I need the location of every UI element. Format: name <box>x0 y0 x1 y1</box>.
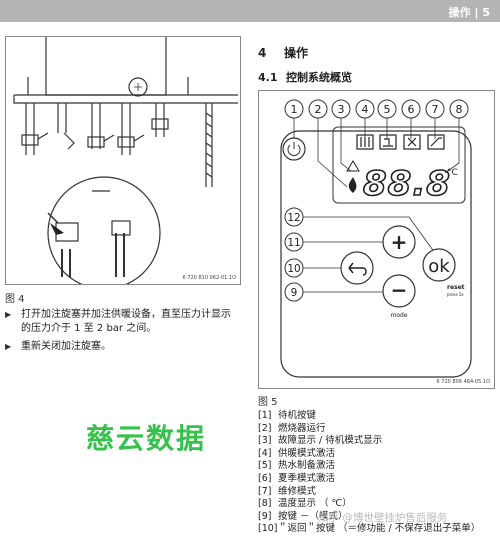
plus-label: + <box>391 230 408 254</box>
minus-button[interactable] <box>382 274 416 308</box>
legend-key: [7] <box>258 485 272 497</box>
power-icon <box>282 137 306 161</box>
legend-item: [5] 热水制备激活 <box>258 460 498 473</box>
celsius-unit: °C <box>447 168 458 178</box>
callout-label-10: 10 <box>287 263 300 275</box>
figure-4-illustration: 6 720 810 062-01.1O <box>5 36 241 285</box>
legend-key: [10] <box>258 523 278 535</box>
warning-icon <box>346 160 360 172</box>
wrench-icon <box>427 134 445 150</box>
callout-label-6: 6 <box>408 103 415 116</box>
figure-4-caption: 图 4 <box>5 294 25 305</box>
legend-item: [10]＂返回＂按键 （＝修功能 / 不保存退出子菜单） <box>258 523 498 536</box>
subsection-title: 4.1 控制系统概览 <box>258 69 352 85</box>
callout-label-3: 3 <box>338 103 345 116</box>
reset-sub-label: press 5s <box>447 292 464 297</box>
temperature-display: 88.8 <box>363 164 451 204</box>
callout-label-8: 8 <box>456 103 463 116</box>
callout-label-4: 4 <box>362 103 369 116</box>
figure-5-caption: 图 5 <box>258 397 278 408</box>
header-label: 操作 | 5 <box>448 6 490 19</box>
legend-text: 温度显示 （ ℃） <box>278 498 352 510</box>
step-item: 重新关闭加注旋塞。 <box>5 340 240 354</box>
legend-key: [1] <box>258 410 272 421</box>
legend-item: [6] 夏季模式激活 <box>258 473 498 486</box>
legend-text: 燃烧器运行 <box>278 422 326 434</box>
legend-item: [4] 供暖模式激活 <box>258 448 498 461</box>
section-number: 4 <box>258 46 267 60</box>
watermark: 慈云数据 <box>86 422 207 455</box>
ok-label: ok <box>428 256 450 277</box>
instruction-steps: 打开加注旋塞并加注供暖设备，直至压力计显示的压力介于 1 至 2 bar 之间。… <box>5 308 240 358</box>
subsection-title-text: 控制系统概览 <box>286 71 352 84</box>
legend-key: [3] <box>258 435 272 447</box>
callout-label-9: 9 <box>291 287 298 299</box>
legend-item: [3] 故障显示 / 待机模式显示 <box>258 435 498 448</box>
legend-list: [1] 待机按键 [2] 燃烧器运行 [3] 故障显示 / 待机模式显示 [4] 供暖模… <box>258 410 498 536</box>
tap-icon <box>379 134 397 150</box>
legend-text: 供暖模式激活 <box>278 447 336 459</box>
callout-label-11: 11 <box>287 237 300 249</box>
summer-icon <box>403 134 421 150</box>
reset-label: reset <box>447 284 465 291</box>
figure-5-code: 6 720 806 464-05.1O <box>436 379 490 385</box>
section-title: 4 操作 <box>258 44 308 61</box>
legend-key: [4] <box>258 447 272 459</box>
callout-label-7: 7 <box>432 103 439 116</box>
figure-4-code: 6 720 810 062-01.1O <box>182 275 236 281</box>
legend-item: [1] 待机按键 <box>258 410 498 423</box>
ok-button[interactable] <box>422 248 456 282</box>
legend-item: [8] 温度显示 （ ℃） <box>258 498 498 511</box>
zhihu-watermark: 知乎 @博世壁挂炉售后服务 <box>318 512 448 524</box>
section-title-text: 操作 <box>284 46 309 60</box>
back-arrow-icon <box>348 262 367 276</box>
legend-key: [2] <box>258 422 272 434</box>
mode-label: mode <box>390 312 407 319</box>
step-item: 打开加注旋塞并加注供暖设备，直至压力计显示的压力介于 1 至 2 bar 之间。 <box>5 308 240 336</box>
callout-label-1: 1 <box>291 103 298 116</box>
page-header: 操作 | 5 <box>0 0 500 22</box>
legend-text: 故障显示 / 待机模式显示 <box>278 435 383 447</box>
legend-key: [9] <box>258 510 272 522</box>
subsection-number: 4.1 <box>258 71 278 84</box>
plus-button[interactable] <box>382 225 416 259</box>
callout-label-2: 2 <box>315 103 322 116</box>
callout-label-5: 5 <box>384 103 391 116</box>
legend-key: [6] <box>258 472 272 484</box>
legend-item: [2] 燃烧器运行 <box>258 423 498 436</box>
control-panel-drawing: 1 2 3 4 5 6 7 8 <box>280 99 472 378</box>
minus-label: − <box>391 278 408 302</box>
legend-text: 待机按键 <box>278 410 317 421</box>
legend-text: 热水制备激活 <box>278 460 336 472</box>
flame-icon <box>348 177 357 193</box>
radiator-icon <box>356 134 374 150</box>
legend-text: 按键 －（模式） <box>278 510 348 522</box>
legend-item: [9] 按键 －（模式） <box>258 511 498 524</box>
legend-key: [5] <box>258 460 272 472</box>
legend-key: [8] <box>258 498 272 510</box>
callout-label-12: 12 <box>287 212 300 224</box>
boiler-connections-drawing <box>13 37 238 284</box>
legend-item: [7] 维修模式 <box>258 486 498 499</box>
legend-text: 维修模式 <box>278 485 317 497</box>
legend-text: 夏季模式激活 <box>278 472 336 484</box>
figure-5-control-panel: 1 2 3 4 5 6 7 8 <box>258 90 495 389</box>
legend-text: ＂返回＂按键 （＝修功能 / 不保存退出子菜单） <box>278 523 481 535</box>
